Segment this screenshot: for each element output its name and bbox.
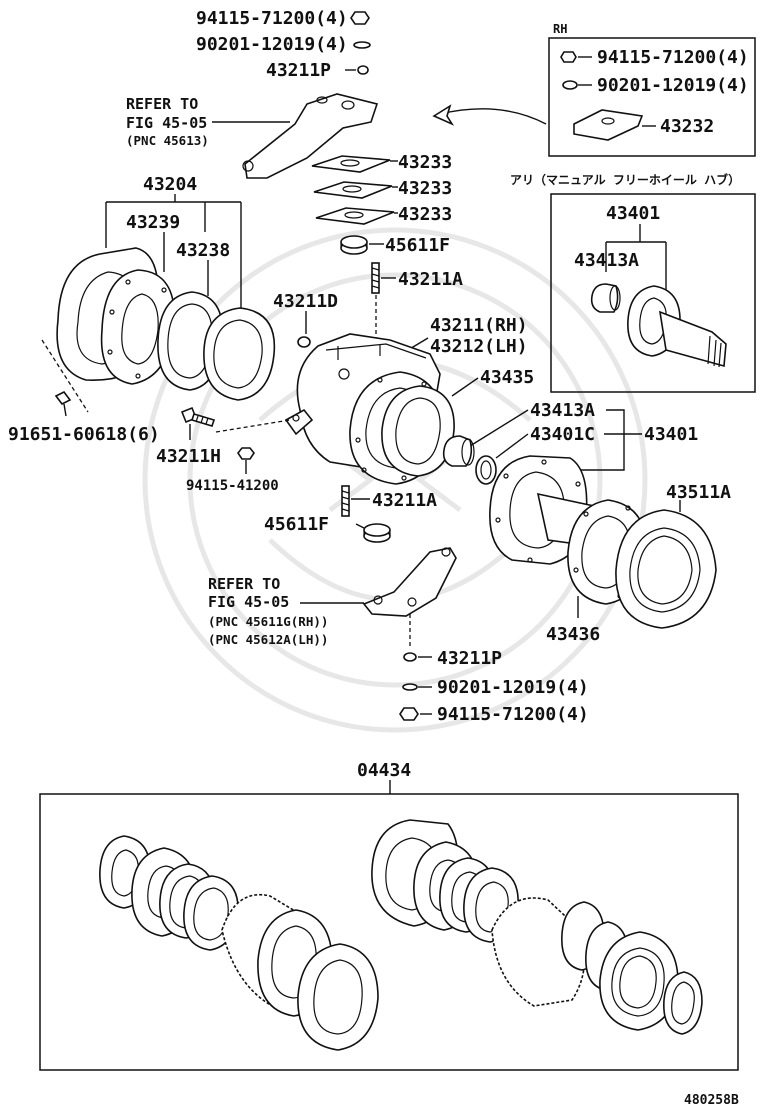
shim-stack: 43233 43233 43233 45611F 43211A [311,152,463,340]
label-box-bushing: 43413A [574,250,639,271]
label-small-bolt: 91651-60618(6) [8,424,160,445]
label-knuckle-rh: 43211(RH) [430,315,528,336]
refer-bottom-line2: FIG 45-05 [208,593,289,611]
rh-arrow [439,108,547,125]
box-bushing-icon [590,283,619,313]
stopper-nut-icon [237,447,255,460]
refer-bottom-note: REFER TO FIG 45-05 (PNC 45611G(RH)) (PNC… [208,547,457,648]
label-top-cone-washer: 43211P [266,60,331,81]
refer-bottom-line1: REFER TO [208,575,280,593]
refer-top-line2: FIG 45-05 [126,114,207,132]
shim-icon-b [313,181,393,199]
label-spindle: 43401 [644,424,698,445]
figure-code: 480258B [684,1093,739,1108]
rh-variant-box: RH 94115-71200(4) 90201-12019(4) 43232 [548,22,756,157]
label-outer-gasket: 43511A [666,482,731,503]
bushing-icon [442,435,473,467]
top-fastener-group: 94115-71200(4) 90201-12019(4) 43211P [196,8,371,81]
label-dust-seal: 43435 [480,367,534,388]
dust-seal-icon [381,385,455,477]
rh-washer-icon [562,80,578,90]
seal-ring-icon [203,307,276,401]
cone-washer-icon [357,65,369,75]
refer-top-note: REFER TO FIG 45-05 (PNC 45613) [126,93,379,179]
label-upper-stud: 43211A [398,269,463,290]
bottom-cone-washer-icon [403,652,417,662]
bottom-fastener-group: 43211P 90201-12019(4) 94115-71200(4) [399,648,589,725]
bottom-washer-icon [402,683,418,691]
label-bottom-cone-washer: 43211P [437,648,502,669]
upper-stud-icon [371,262,380,294]
label-shim-b: 43233 [398,178,452,199]
spindle-seal-icon [475,455,497,485]
shim-icon-c [315,207,395,225]
plug-icon [297,336,311,348]
refer-top-line3: (PNC 45613) [126,133,209,148]
label-shim-a: 43233 [398,152,452,173]
manual-hub-box: アリ（マニュアル フリーホイール ハブ） 43401 43413A [510,172,756,393]
lower-arm-icon [362,547,457,617]
nut-icon [350,11,370,25]
label-rh-nut: 94115-71200(4) [597,47,749,68]
label-knuckle-lh: 43212(LH) [430,336,528,357]
cap-icon [573,109,644,141]
refer-top-line1: REFER TO [126,95,198,113]
label-overhaul-kit: 04434 [357,760,411,781]
label-bottom-nut: 94115-71200(4) [437,704,589,725]
label-seal-kit: 43204 [143,174,197,195]
label-stopper-nut: 94115-41200 [186,478,279,494]
knuckle-arm-icon [244,93,379,179]
label-lower-stud: 43211A [372,490,437,511]
label-shim-c: 43233 [398,204,452,225]
refer-bottom-line3: (PNC 45611G(RH)) [208,614,328,629]
label-rh-cap: 43232 [660,116,714,137]
label-box-spindle: 43401 [606,203,660,224]
label-spindle-seal: 43401C [530,424,595,445]
label-lower-bearing: 45611F [264,514,329,535]
label-spindle-bushing: 43413A [530,400,595,421]
label-seal-felt: 43238 [176,240,230,261]
seal-kit-group: 43204 43239 43238 91651-60618(6) [8,174,276,445]
label-spindle-gasket: 43436 [546,624,600,645]
arrow-head-icon [432,104,455,126]
shim-icon-a [311,155,391,173]
label-bottom-washer: 90201-12019(4) [437,677,589,698]
rh-box-title: RH [553,22,567,36]
manual-hub-title: アリ（マニュアル フリーホイール ハブ） [510,172,740,187]
steering-knuckle-group: 43211D 43211(RH) 43212(LH) 43435 43211H … [156,291,534,494]
overhaul-kit-box: 04434 [39,760,739,1071]
refer-bottom-line4: (PNC 45612A(LH)) [208,632,328,647]
bottom-nut-icon [399,707,419,721]
small-bolt-icon [54,390,72,406]
kit-ring-12-icon [663,971,703,1035]
rh-nut-icon [560,51,577,63]
lower-stud-icon [341,485,350,517]
label-top-washer: 90201-12019(4) [196,34,348,55]
kit-knuckle-ghost-2-icon [491,897,586,1007]
label-stopper-bolt: 43211H [156,446,221,467]
spindle-group: 43413A 43401C 43401 43436 43511A [442,400,731,645]
lower-stud-group: 43211A 45611F [264,485,437,543]
label-top-nut: 94115-71200(4) [196,8,348,29]
label-seal-retainer: 43239 [126,212,180,233]
label-plug: 43211D [273,291,338,312]
washer-icon [353,41,371,49]
label-upper-bearing: 45611F [385,235,450,256]
label-rh-washer: 90201-12019(4) [597,75,749,96]
